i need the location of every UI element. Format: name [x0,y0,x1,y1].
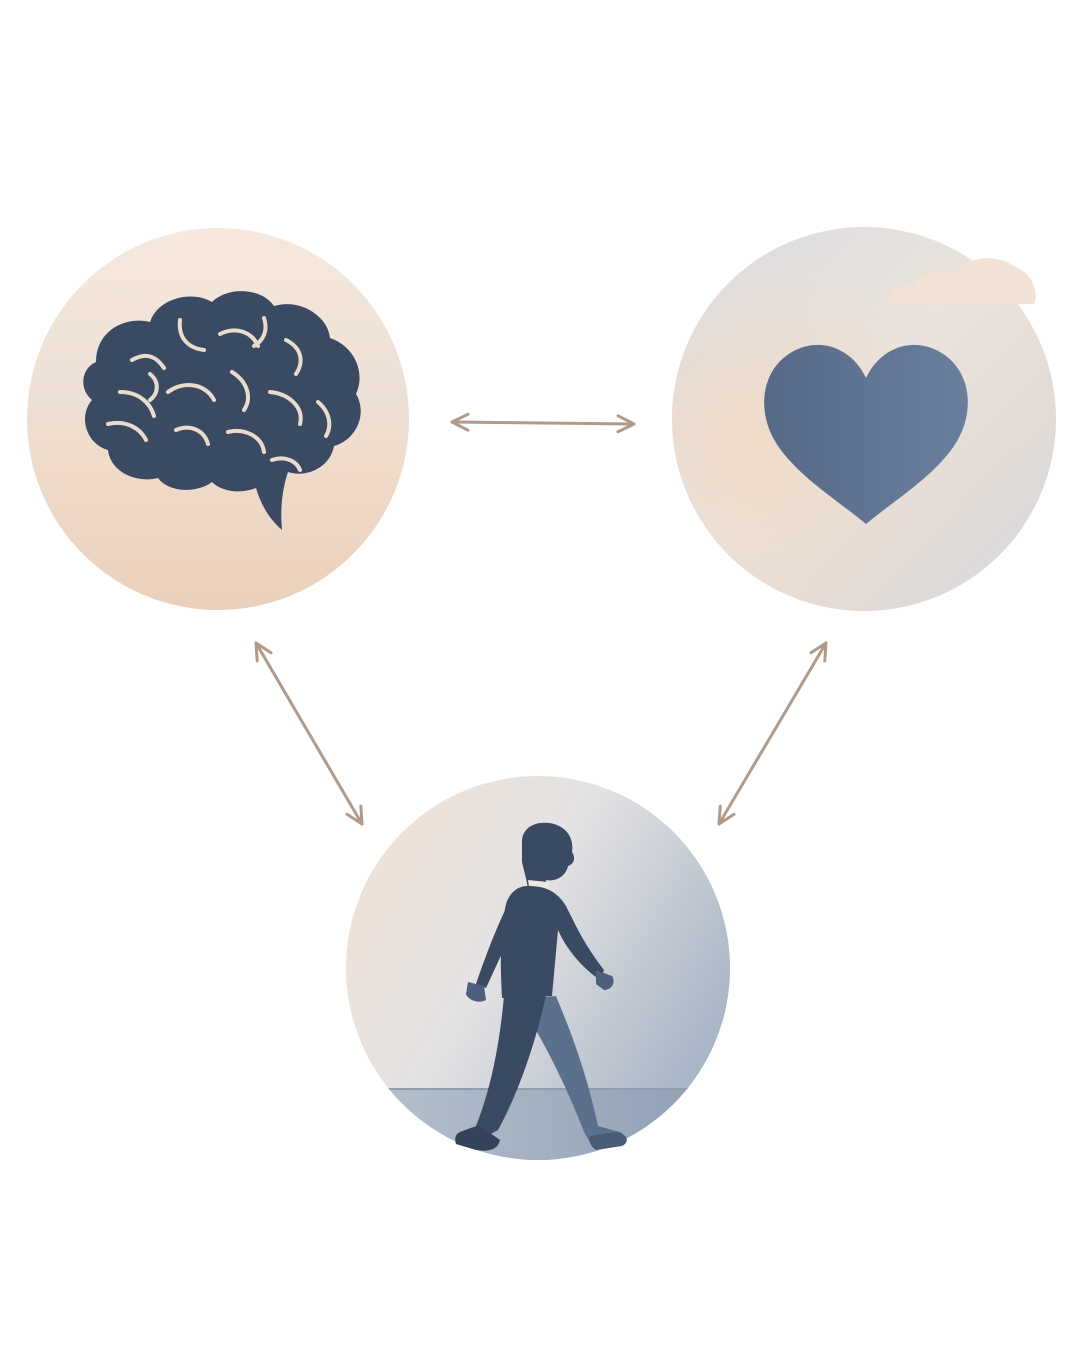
node-body [346,776,730,1160]
ground-strip [346,1088,730,1160]
edge-emotion-body [717,641,828,826]
edge-mind-emotion [450,412,636,434]
node-mind [27,228,409,610]
walking-person-icon [455,822,627,1151]
heart-icon [764,344,968,524]
cloud-icon [888,258,1036,305]
edge-mind-body [254,641,364,826]
brain-icon [83,291,361,530]
node-emotion [672,227,1056,611]
